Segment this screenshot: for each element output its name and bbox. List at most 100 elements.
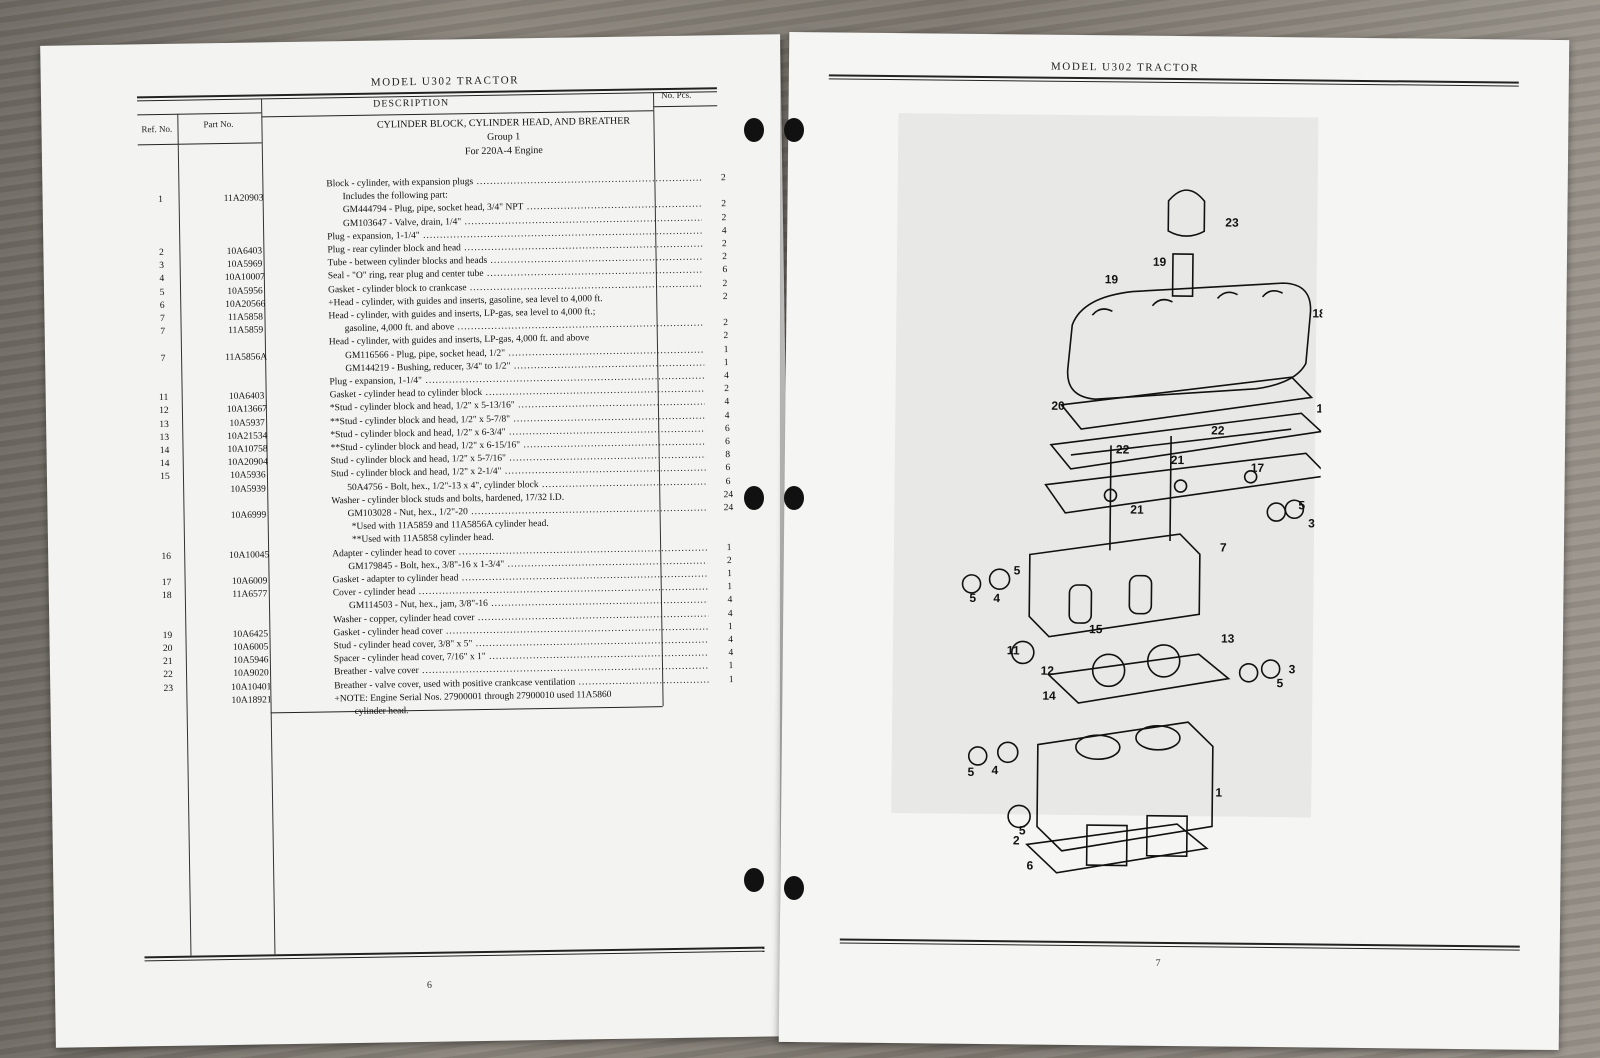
quantity: 2 [721,239,727,250]
part-number: 10A9020 [233,668,269,680]
right-page: MODEL U302 TRACTOR [778,31,1570,1051]
cylinder-head [1028,533,1201,638]
ref-number [137,485,193,486]
quantity: 4 [724,397,730,408]
crankcase-gasket [1025,823,1209,874]
part-number [199,233,289,234]
quantity: 1 [728,661,734,672]
binder-hole [784,876,804,900]
left-page: MODEL U302 TRACTOR Ref. No. Part No. DES… [40,34,796,1048]
part-number: 10A5946 [233,655,269,667]
quantity: 2 [721,212,727,223]
quantity: 6 [722,265,728,276]
ref-number: 1 [158,195,164,206]
diagram-callout: 19 [1153,255,1167,269]
binder-hole [784,118,804,142]
diagram-callout: 13 [1221,631,1235,645]
part-number [207,708,297,709]
valve-cover [1066,282,1312,400]
ref-number: 4 [159,274,165,285]
diagram-callout: 23 [1225,216,1239,230]
col-header-part: Part No. [203,118,234,130]
ref-number [141,709,197,710]
ref-number [139,617,195,618]
diagram-callout: 4 [992,763,999,777]
diagram-callout: 7 [1220,540,1227,554]
quantity: 4 [724,410,730,421]
quantity: 1 [727,569,733,580]
quantity: 2 [721,199,727,210]
ref-number: 6 [159,300,165,311]
part-number: 10A20566 [225,299,266,310]
diagram-callout: 15 [1089,622,1103,636]
diagram-callout: 20 [1051,399,1065,413]
part-number [204,536,294,537]
part-number: 11A5859 [228,325,264,337]
ref-number: 7 [160,327,166,338]
diagram-callout: 3 [1289,662,1296,676]
part-number: 11A6577 [232,589,268,601]
part-number [203,497,293,498]
ref-number [135,380,191,381]
quantity: 1 [723,344,729,355]
ref-number: 16 [161,551,172,562]
ref-number [133,208,189,209]
part-number: 10A6425 [232,629,269,640]
running-title: MODEL U302 TRACTOR [370,74,520,89]
binder-hole [744,118,764,142]
part-number: 10A5936 [230,470,266,482]
diagram-callout: 22 [1116,442,1130,456]
quantity: 2 [722,252,728,263]
diagram-callout: 1 [1215,785,1222,799]
quantity: 2 [722,291,728,302]
part-number [205,616,295,617]
part-number: 10A6999 [230,510,267,521]
diagram-callout: 18 [1312,306,1324,320]
diagram-callout: 21 [1171,453,1185,467]
ref-number [138,538,194,539]
part-number: 10A10401 [231,681,272,693]
ref-number: 13 [159,432,170,443]
page-number: 7 [1155,957,1161,969]
binder-hole [784,486,804,510]
part-number: 10A10007 [224,272,265,284]
part-number: 10A6403 [226,246,263,257]
quantity: 2 [723,318,729,329]
ref-number [135,340,191,341]
quantity: 6 [725,476,731,487]
part-number [201,365,291,366]
diagram-callout: 19 [1105,272,1119,286]
part-number [199,220,289,221]
quantity: 8 [725,450,731,461]
part-number: 10A10045 [229,549,270,561]
running-title: MODEL U302 TRACTOR [1050,60,1200,75]
ref-number: 3 [159,261,165,272]
ref-number: 19 [162,630,173,641]
diagram-callout: 5 [967,765,974,779]
ref-number [139,604,195,605]
quantity: 2 [720,173,726,184]
diagram-callout: 3 [1308,516,1315,530]
ref-number [133,221,189,222]
diagram-callout: 5 [1019,823,1026,837]
ref-number [138,512,194,513]
qty-header-rule [653,105,718,108]
quantity: 4 [728,635,734,646]
col-header-description: DESCRIPTION [373,97,450,110]
cover-gasket [1059,376,1314,430]
diagram-callout: 21 [1130,503,1144,517]
part-number: 10A5969 [226,259,263,271]
exploded-engine-diagram: 2319191816202222211735217545111513121453… [961,189,1325,874]
diagram-callout: 5 [1014,563,1021,577]
part-number: 10A18921 [231,695,272,706]
ref-number: 23 [163,683,174,694]
quantity: 6 [724,423,730,434]
ref-number: 13 [159,419,169,430]
ref-number: 22 [163,670,173,681]
ref-number: 18 [162,591,172,602]
part-number: 10A13667 [226,404,268,416]
quantity: 24 [723,489,734,500]
ref-number: 14 [159,459,170,470]
quantity: 4 [727,595,733,606]
quantity: 4 [723,371,729,382]
